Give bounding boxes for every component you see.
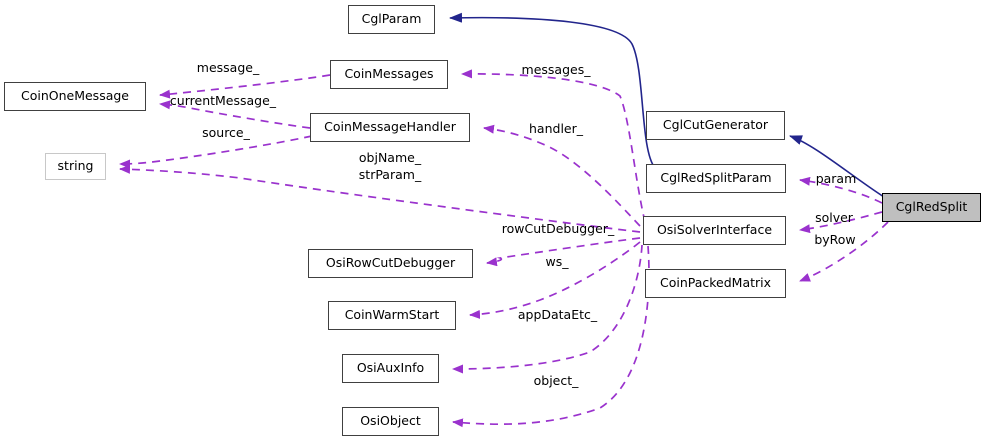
edge-osisolverinterface-to-osirowcutdebugger xyxy=(486,237,641,267)
node-cglredsplit[interactable]: CglRedSplit xyxy=(882,193,981,222)
edge-coinmessagehandler-to-string xyxy=(119,135,313,169)
edge-label-messages: messages_ xyxy=(521,62,591,77)
node-label: CoinMessages xyxy=(344,66,434,82)
edge-osisolverinterface-to-osiauxinfo xyxy=(452,244,643,374)
node-label: CoinPackedMatrix xyxy=(659,275,772,291)
node-osirowcutdebugger[interactable]: OsiRowCutDebugger xyxy=(308,249,473,278)
edge-label-rowcutdebugger: rowCutDebugger_ xyxy=(501,221,615,236)
usage-edges xyxy=(119,69,889,428)
node-osisolverinterface[interactable]: OsiSolverInterface xyxy=(643,216,786,245)
node-cglredsplitparam[interactable]: CglRedSplitParam xyxy=(646,164,786,193)
edge-label-message: message_ xyxy=(196,60,260,75)
edge-cglredsplit-to-cglredsplitparam xyxy=(799,176,883,204)
node-cglcutgenerator[interactable]: CglCutGenerator xyxy=(646,111,785,140)
node-osiauxinfo[interactable]: OsiAuxInfo xyxy=(342,354,439,383)
node-label: string xyxy=(57,158,94,174)
node-label: CglRedSplit xyxy=(895,199,968,215)
node-coinmessagehandler[interactable]: CoinMessageHandler xyxy=(310,113,470,142)
edge-coinmessagehandler-to-coinonemessage xyxy=(159,100,311,129)
edge-label-handler: handler_ xyxy=(529,121,583,136)
edge-label-appdataetc: appDataEtc_ xyxy=(517,307,598,322)
node-coinwarmstart[interactable]: CoinWarmStart xyxy=(328,301,456,330)
inheritance-edges xyxy=(449,12,885,198)
node-label: OsiObject xyxy=(360,413,421,429)
node-string[interactable]: string xyxy=(45,153,106,180)
node-label: CoinOneMessage xyxy=(20,88,129,104)
node-label: CglCutGenerator xyxy=(662,117,769,133)
node-label: OsiRowCutDebugger xyxy=(325,255,456,271)
edge-label-currentmessage: currentMessage_ xyxy=(169,93,277,108)
edge-osisolverinterface-to-coinwarmstart xyxy=(469,241,641,319)
edge-cglredsplitparam-to-cglparam xyxy=(449,12,656,169)
node-label: OsiSolverInterface xyxy=(656,222,773,238)
edge-label-byrow: byRow xyxy=(814,232,856,247)
edge-cglredsplit-to-cglcutgenerator xyxy=(789,135,885,198)
node-label: CoinWarmStart xyxy=(344,307,440,323)
edge-osisolverinterface-to-coinmessages xyxy=(461,69,646,223)
node-osiobject[interactable]: OsiObject xyxy=(342,407,439,436)
edge-label-param: param xyxy=(815,171,857,186)
node-label: OsiAuxInfo xyxy=(356,360,425,376)
node-label: CglRedSplitParam xyxy=(660,170,772,186)
node-label: CoinMessageHandler xyxy=(324,119,456,135)
edge-label-ws: ws_ xyxy=(545,254,569,269)
edge-osisolverinterface-to-osiobject xyxy=(452,245,650,428)
edge-cglredsplit-to-coinpackedmatrix xyxy=(799,221,889,282)
edge-label-objname-strparam: objName_ strParam_ xyxy=(358,150,422,182)
node-coinpackedmatrix[interactable]: CoinPackedMatrix xyxy=(645,269,786,298)
edge-coinmessages-to-coinonemessage xyxy=(159,74,331,99)
node-coinmessages[interactable]: CoinMessages xyxy=(330,60,448,89)
node-label: CglParam xyxy=(361,11,422,27)
node-coinonemessage[interactable]: CoinOneMessage xyxy=(4,82,146,111)
edge-label-source: source_ xyxy=(202,125,250,140)
edge-label-object: object_ xyxy=(533,373,579,388)
edge-osisolverinterface-to-coinmessagehandler xyxy=(483,124,641,227)
node-cglparam[interactable]: CglParam xyxy=(348,5,435,34)
edge-label-solver: solver xyxy=(815,210,853,225)
edge-cglredsplit-to-osisolverinterface xyxy=(799,211,883,234)
edge-osisolverinterface-to-string-objname xyxy=(119,164,641,233)
